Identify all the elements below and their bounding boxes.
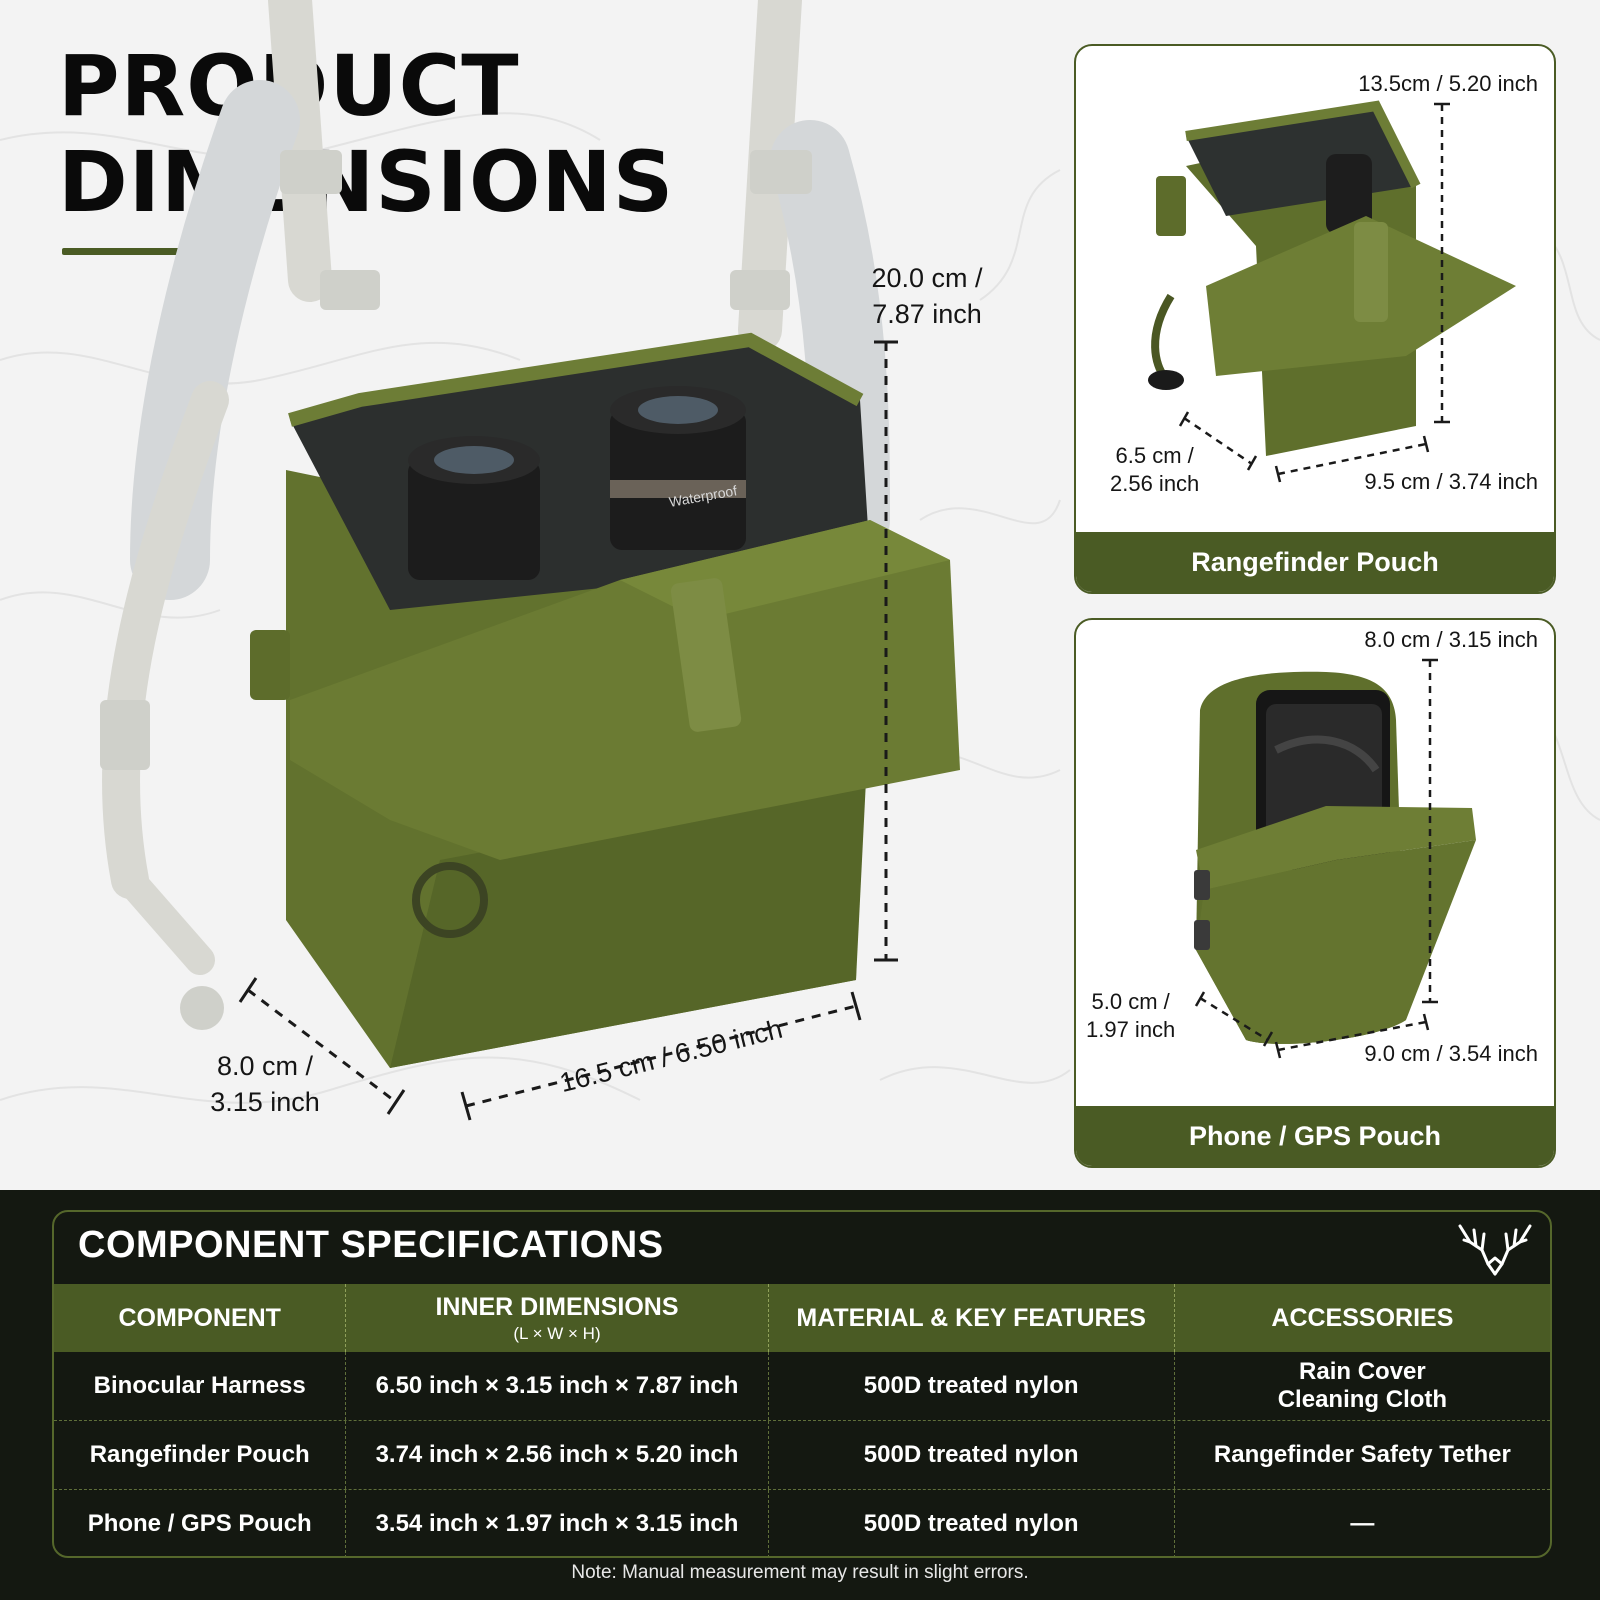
rangefinder-top-label: 13.5cm / 5.20 inch [1358, 71, 1538, 96]
cell-dimensions: 6.50 inch × 3.15 inch × 7.87 inch [345, 1352, 767, 1420]
binocular-harness-illustration: Waterproof [100, 0, 960, 1121]
rangefinder-depth-label: 6.5 cm / 2.56 inch [1110, 443, 1200, 496]
header-inner-dimensions: INNER DIMENSIONS (L × W × H) [345, 1284, 767, 1352]
d-ring [412, 862, 488, 938]
antler-logo-icon [1458, 1224, 1532, 1276]
binocular-eyepieces: Waterproof [408, 386, 746, 580]
component-specifications-section: COMPONENT SPECIFICATIONS COMPONENT INNER… [0, 1190, 1600, 1600]
dimension-lines [238, 340, 898, 1121]
main-depth-label: 8.0 cm / 3.15 inch [210, 1051, 320, 1117]
phone-gps-pouch-label: Phone / GPS Pouch [1076, 1106, 1554, 1166]
cell-accessories: Rangefinder Safety Tether [1173, 1421, 1550, 1489]
phone-depth-label: 5.0 cm / 1.97 inch [1086, 989, 1176, 1042]
rangefinder-width-label: 9.5 cm / 3.74 inch [1364, 469, 1538, 494]
cell-material: 500D treated nylon [767, 1490, 1174, 1556]
cell-component: Binocular Harness [93, 1372, 306, 1399]
cell-component: Phone / GPS Pouch [87, 1510, 312, 1537]
table-row: Rangefinder Pouch 3.74 inch × 2.56 inch … [54, 1420, 1550, 1489]
table-row: Binocular Harness 6.50 inch × 3.15 inch … [54, 1352, 1550, 1420]
rangefinder-pouch-illustration [1148, 100, 1516, 483]
header-material: MATERIAL & KEY FEATURES [767, 1284, 1174, 1352]
cell-dimensions: 3.74 inch × 2.56 inch × 5.20 inch [345, 1421, 767, 1489]
header-accessories: ACCESSORIES [1173, 1284, 1550, 1352]
phone-gps-pouch-card: 8.0 cm / 3.15 inch 5.0 cm / 1.97 inch 9.… [1074, 618, 1556, 1168]
phone-top-label: 8.0 cm / 3.15 inch [1364, 627, 1538, 652]
title-underline [62, 248, 196, 255]
cell-material: 500D treated nylon [767, 1421, 1174, 1489]
cell-material: 500D treated nylon [767, 1352, 1174, 1420]
phone-gps-pouch-illustration [1194, 658, 1476, 1059]
phone-width-label: 9.0 cm / 3.54 inch [1364, 1041, 1538, 1066]
measurement-note: Note: Manual measurement may result in s… [571, 1562, 1029, 1583]
main-height-label: 20.0 cm / 7.87 inch [871, 263, 983, 329]
flap-pull-tab [670, 578, 742, 732]
table-row: Phone / GPS Pouch 3.54 inch × 1.97 inch … [54, 1489, 1550, 1556]
pouch-front-flap [290, 520, 960, 860]
spec-table-header: COMPONENT INNER DIMENSIONS (L × W × H) M… [54, 1284, 1550, 1352]
cell-accessories: — [1173, 1490, 1550, 1556]
header-component: COMPONENT [118, 1303, 281, 1332]
spec-table-frame: COMPONENT SPECIFICATIONS COMPONENT INNER… [52, 1210, 1552, 1558]
spec-title: COMPONENT SPECIFICATIONS [78, 1224, 664, 1266]
cell-dimensions: 3.54 inch × 1.97 inch × 3.15 inch [345, 1490, 767, 1556]
rangefinder-pouch-card: 13.5cm / 5.20 inch 6.5 cm / 2.56 inch 9.… [1074, 44, 1556, 594]
cell-accessories: Rain Cover Cleaning Cloth [1173, 1352, 1550, 1420]
spec-table-body: Binocular Harness 6.50 inch × 3.15 inch … [54, 1352, 1550, 1556]
cell-component: Rangefinder Pouch [89, 1441, 310, 1468]
title-line-2: DIMENSIONS [58, 133, 675, 231]
rangefinder-pouch-label: Rangefinder Pouch [1076, 532, 1554, 592]
